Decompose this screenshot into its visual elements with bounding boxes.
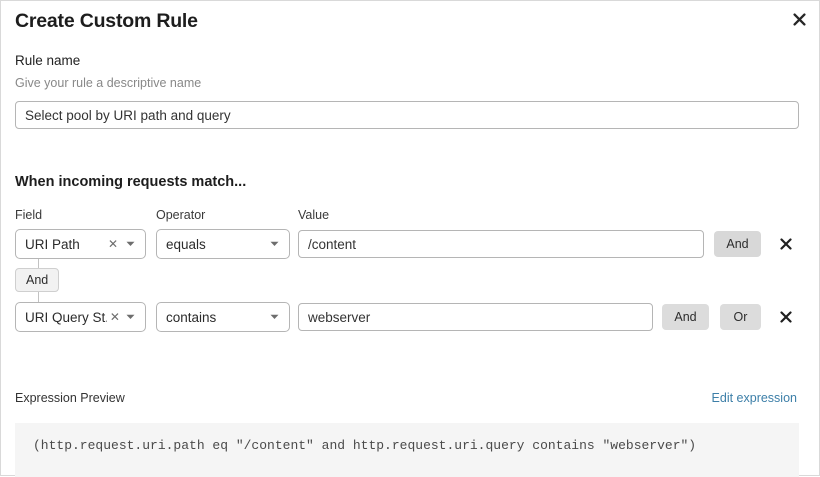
close-icon[interactable] <box>787 7 811 31</box>
column-header-value: Value <box>298 208 330 222</box>
field-select-value-row-2: URI Query St... <box>25 309 107 325</box>
and-button-row-1[interactable]: And <box>714 231 761 257</box>
chevron-down-icon[interactable] <box>265 241 289 247</box>
or-button-row-2[interactable]: Or <box>720 304 761 330</box>
operator-select-row-2[interactable]: contains <box>156 302 290 332</box>
rule-name-input[interactable] <box>15 101 799 129</box>
field-select-row-2[interactable]: URI Query St... ✕ <box>15 302 146 332</box>
operator-select-row-1[interactable]: equals <box>156 229 290 259</box>
remove-condition-row-2[interactable] <box>773 303 799 331</box>
operator-select-value-row-2: contains <box>166 309 217 325</box>
dialog-title: Create Custom Rule <box>15 10 198 32</box>
rule-name-help-text: Give your rule a descriptive name <box>15 76 202 90</box>
rule-name-label: Rule name <box>15 53 81 68</box>
condition-row: URI Path ✕ equals And <box>1 229 820 261</box>
clear-icon[interactable]: ✕ <box>109 310 120 324</box>
expression-preview-label: Expression Preview <box>15 391 125 405</box>
column-header-operator: Operator <box>156 208 206 222</box>
chevron-down-icon[interactable] <box>265 314 289 320</box>
value-input-row-1[interactable] <box>298 230 704 258</box>
condition-row: URI Query St... ✕ contains And Or <box>1 302 820 334</box>
edit-expression-link[interactable]: Edit expression <box>711 391 797 405</box>
remove-condition-row-1[interactable] <box>773 230 799 258</box>
operator-select-value-row-1: equals <box>166 236 206 252</box>
conditions-heading: When incoming requests match... <box>15 174 247 190</box>
connector-and-badge[interactable]: And <box>15 268 60 292</box>
clear-icon[interactable]: ✕ <box>107 237 118 251</box>
column-header-field: Field <box>15 208 43 222</box>
chevron-down-icon[interactable] <box>121 241 145 247</box>
value-input-row-2[interactable] <box>298 303 653 331</box>
expression-preview-code: (http.request.uri.path eq "/content" and… <box>15 423 799 477</box>
chevron-down-icon[interactable] <box>123 314 145 320</box>
field-select-row-1[interactable]: URI Path ✕ <box>15 229 146 259</box>
and-button-row-2[interactable]: And <box>662 304 709 330</box>
field-select-value-row-1: URI Path <box>25 236 80 252</box>
